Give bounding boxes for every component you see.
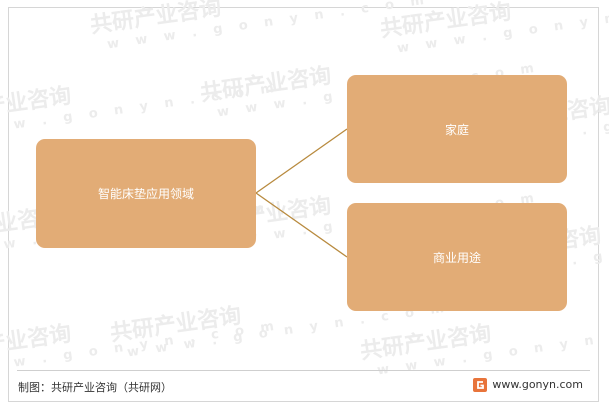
child-node-home: 家庭 (347, 75, 567, 183)
child-node-label: 商业用途 (432, 250, 481, 265)
child-node-label: 家庭 (444, 122, 469, 137)
root-node-label: 智能床垫应用领域 (97, 187, 194, 201)
footer-brand: www.gonyn.com (473, 377, 583, 392)
root-node: 智能床垫应用领域 (36, 139, 256, 248)
child-node-commercial: 商业用途 (347, 203, 567, 311)
footer-url-link[interactable]: www.gonyn.com (492, 377, 583, 391)
footer-divider (17, 370, 590, 371)
source-caption: 制图：共研产业咨询（共研网） (18, 381, 172, 394)
gonyn-logo-icon (473, 377, 488, 392)
